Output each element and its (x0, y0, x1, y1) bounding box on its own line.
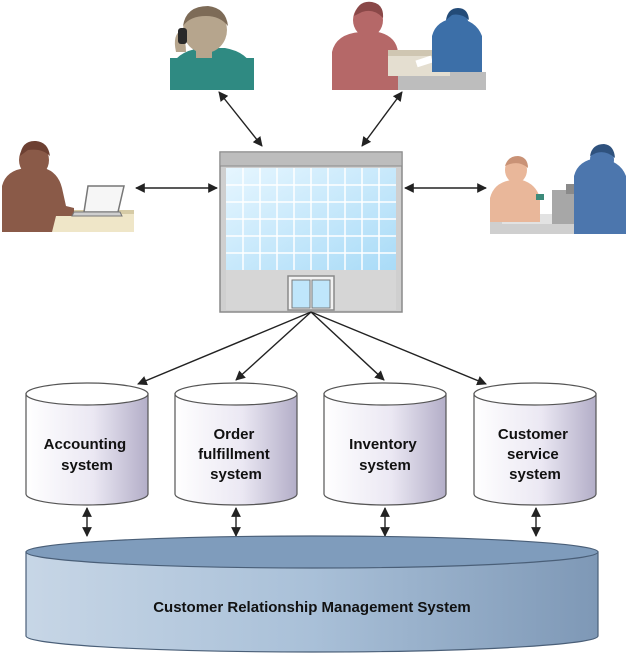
crm-database: Customer Relationship Management System (25, 535, 599, 653)
arrow-building-inventory (310, 311, 385, 381)
inventory-system-label: Inventory system (349, 436, 421, 474)
shipping-clerk-with-package-icon (332, 1, 486, 90)
accounting-system-label: Accounting system (44, 436, 131, 474)
connector-arrows (82, 91, 541, 537)
person-at-laptop-icon (2, 140, 134, 232)
arrow-building-order-fulfillment (235, 311, 312, 381)
order-fulfillment-system-label: Order fulfillment system (198, 426, 274, 483)
office-building-icon (219, 151, 403, 313)
arrow-phone-building (218, 91, 263, 147)
cashier-and-shopper-icon (490, 144, 626, 234)
customer-service-system-label: Customer service system (498, 426, 572, 483)
system-database-order-fulfillment: Order fulfillment system (174, 382, 298, 506)
system-database-inventory: Inventory system (323, 382, 447, 506)
arrow-building-customer-service (310, 311, 487, 386)
arrow-clerk-building (361, 91, 403, 147)
crm-system-label: Customer Relationship Management System (153, 599, 471, 616)
system-database-customer-service: Customer service system (473, 382, 597, 506)
arrow-building-accounting (137, 311, 312, 386)
system-database-accounting: Accounting system (25, 382, 149, 506)
person-on-phone-icon (170, 6, 254, 90)
